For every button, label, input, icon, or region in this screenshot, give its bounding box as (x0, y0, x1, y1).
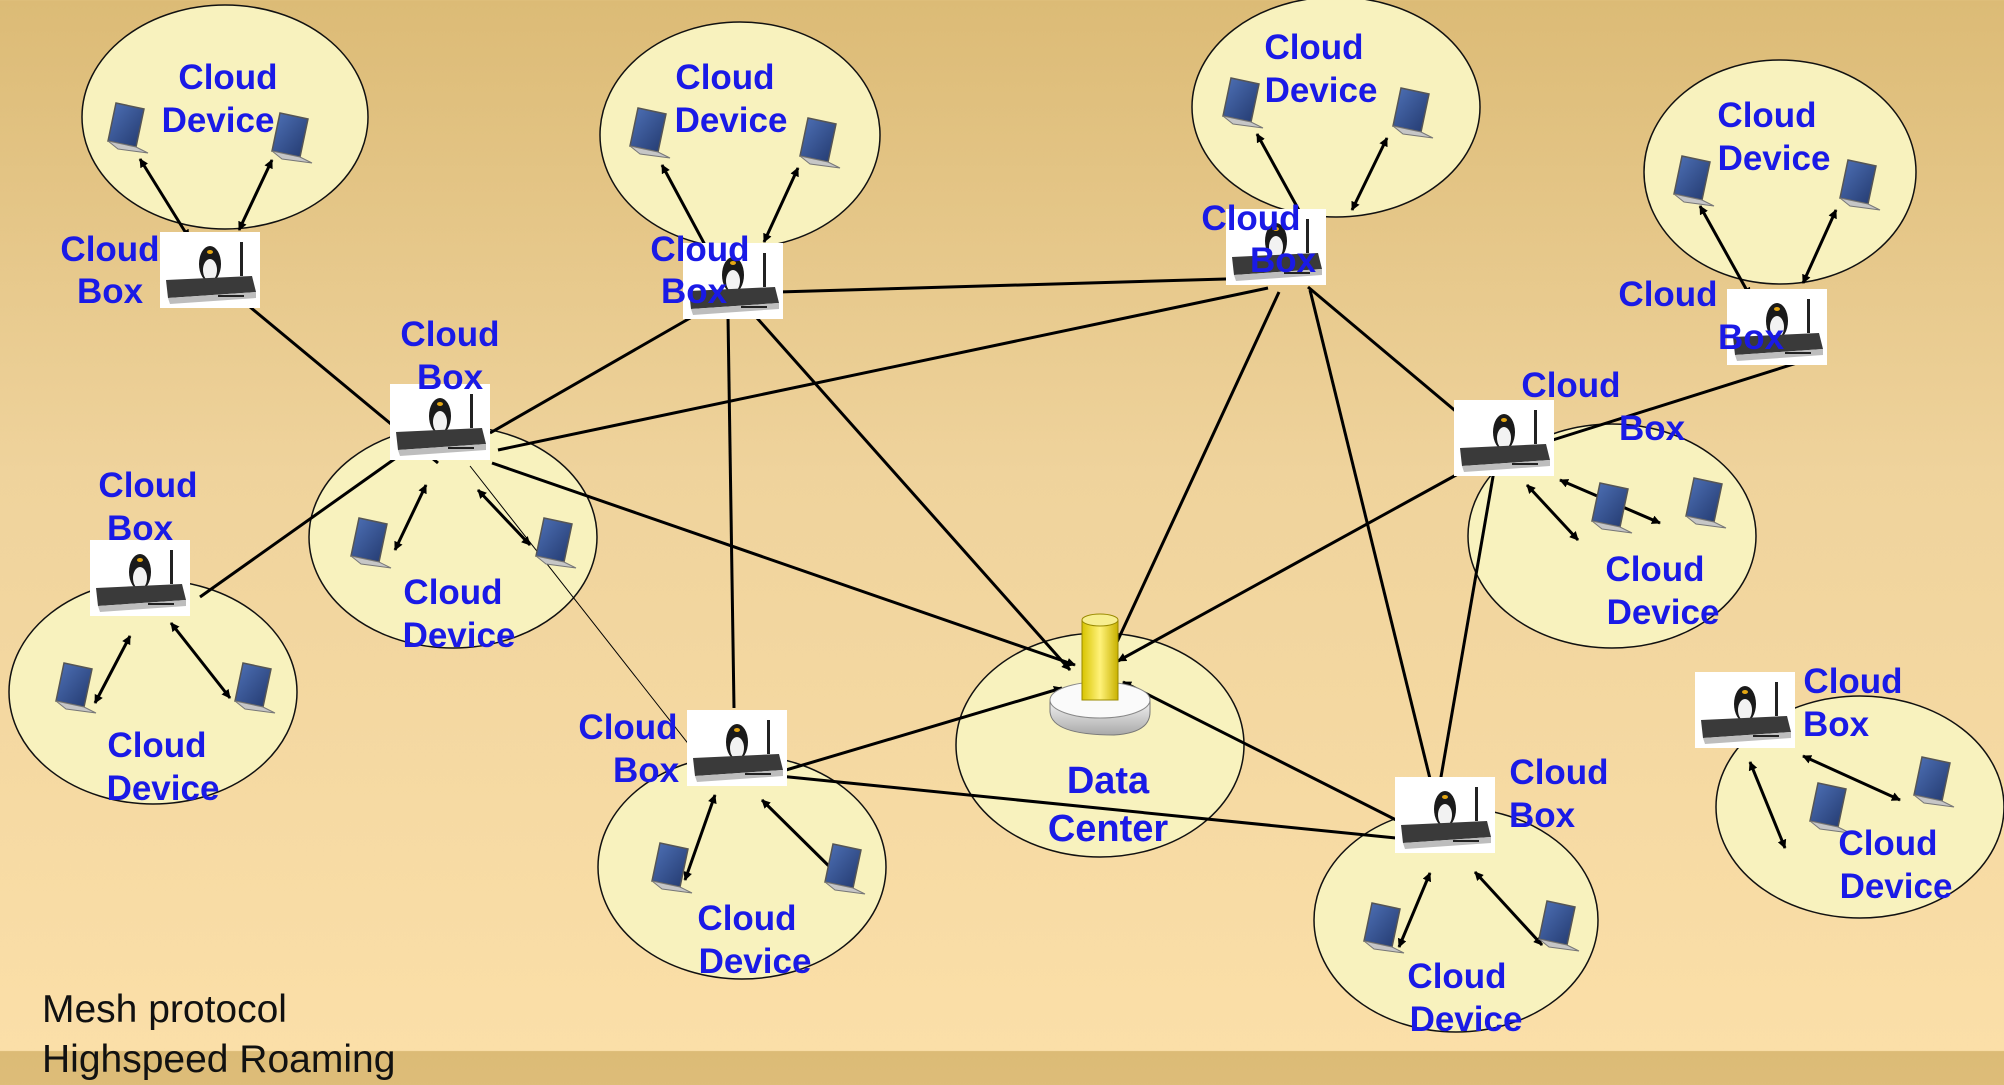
laptop-icon (350, 517, 392, 569)
laptop-icon (271, 112, 313, 164)
laptop-icon (1809, 782, 1851, 834)
cluster-9: Cloud Box Cloud Device (578, 708, 811, 981)
laptop-icon (1538, 900, 1580, 952)
laptop-icon (107, 102, 149, 154)
cloud-box-label: Box (417, 358, 484, 397)
cloud-box-label: Box (107, 509, 174, 548)
cloud-device-label: Cloud (675, 58, 774, 97)
cloud-device-label: Cloud (1264, 28, 1363, 67)
laptop-icon (651, 842, 693, 894)
cloud-device-label: Device (699, 942, 812, 981)
cloud-box-label: Cloud (60, 230, 159, 269)
cluster-5: Cloud Box Cloud Device (400, 315, 515, 655)
laptop-icon (1363, 902, 1405, 954)
data-center-label-line: Data (1067, 760, 1150, 802)
cloud-device-label: Device (675, 101, 788, 140)
cloud-device-label: Device (162, 101, 275, 140)
cloud-box-label: Cloud (650, 230, 749, 269)
cloud-device-label: Cloud (1605, 550, 1704, 589)
cloud-device-label: Device (1410, 1000, 1523, 1039)
cloud-box-label: Cloud (1618, 275, 1717, 314)
cluster-3: Cloud Device Cloud Box (1201, 28, 1377, 280)
cloud-box-router-icon (1454, 400, 1554, 476)
cloud-box-label: Box (1619, 409, 1686, 448)
laptop-icon (1392, 87, 1434, 139)
cloud-device-label: Cloud (1407, 957, 1506, 996)
cloud-box-label: Cloud (1521, 366, 1620, 405)
cloud-device-label: Cloud (107, 726, 206, 765)
laptop-icon (535, 517, 577, 569)
cloud-box-label: Cloud (400, 315, 499, 354)
laptop-icon (55, 662, 97, 714)
laptop-icon (1591, 482, 1633, 534)
cloud-box-label: Cloud (1803, 662, 1902, 701)
laptop-icon (1685, 477, 1727, 529)
cloud-device-label: Device (1840, 867, 1953, 906)
cloud-box-label: Box (1250, 241, 1317, 280)
cloud-ellipse (1467, 423, 1757, 649)
cloud-device-label: Device (107, 769, 220, 808)
cloud-box-router-icon (1395, 777, 1495, 853)
cloud-box-label: Box (1509, 796, 1576, 835)
data-center-label: Data Center (1048, 760, 1169, 850)
footer-line-mesh-protocol: Mesh protocol (42, 988, 287, 1031)
cloud-box-label: Box (661, 272, 728, 311)
cloud-device-label: Device (1607, 593, 1720, 632)
mesh-network-diagram: Cloud Device Cloud Box Cloud Device Clou… (8, 0, 2004, 1039)
cloud-box-label: Cloud (1201, 199, 1300, 238)
cloud-box-router-icon (687, 710, 787, 786)
cloud-ellipse (1715, 695, 2004, 919)
mesh-links (199, 276, 1817, 840)
laptop-icon (234, 662, 276, 714)
cloud-device-label: Cloud (1717, 96, 1816, 135)
cluster-4: Cloud Device Cloud Box (1618, 96, 1830, 357)
cluster-2: Cloud Device Cloud Box (650, 58, 787, 311)
cloud-box-label: Box (77, 272, 144, 311)
cluster-10: Cloud Box Cloud Device (1407, 753, 1608, 1039)
cloud-device-label: Cloud (178, 58, 277, 97)
cloud-box-router-icon (160, 232, 260, 308)
laptop-icon (1673, 155, 1715, 207)
laptop-icon (824, 843, 866, 895)
cloud-device-label: Device (403, 616, 516, 655)
data-center-icon (1049, 613, 1151, 736)
cluster-8: Cloud Box Cloud Device (1803, 662, 1953, 906)
footer-notes: Mesh protocol Highspeed Roaming (42, 985, 395, 1085)
data-center-label-line: Center (1048, 808, 1169, 850)
laptop-icon (799, 117, 841, 169)
cloud-box-label: Box (1718, 318, 1785, 357)
cluster-7: Cloud Box Cloud Device (1521, 366, 1719, 632)
cloud-box-router-icon (1226, 209, 1326, 285)
footer-line-roaming: Highspeed Roaming (42, 1038, 396, 1081)
laptop-icon (1222, 77, 1264, 129)
cloud-box-router-icon (1727, 289, 1827, 365)
cluster-1: Cloud Device Cloud Box (60, 58, 277, 311)
cloud-box-label: Cloud (98, 466, 197, 505)
cloud-box-label: Cloud (578, 708, 677, 747)
cloud-device-label: Cloud (697, 899, 796, 938)
cluster-6: Cloud Box Cloud Device (98, 466, 219, 808)
cloud-device-label: Cloud (403, 573, 502, 612)
cloud-box-router-icon (1695, 672, 1795, 748)
laptop-icon (1839, 159, 1881, 211)
cloud-box-router-icon (683, 243, 783, 319)
cloud-device-label: Device (1265, 71, 1378, 110)
arrows-to-data-center (491, 291, 1468, 834)
cloud-device-laptops (55, 77, 1955, 954)
cloud-box-router-icon (390, 384, 490, 460)
cloud-box-label: Box (1803, 705, 1870, 744)
cloud-box-label: Cloud (1509, 753, 1608, 792)
cloud-device-label: Cloud (1838, 824, 1937, 863)
laptop-icon (1913, 756, 1955, 808)
cloud-box-label: Box (613, 751, 680, 790)
laptop-icon (629, 107, 671, 159)
cloud-box-router-icon (90, 540, 190, 616)
cloud-box-routers (90, 209, 1827, 853)
cloud-device-label: Device (1718, 139, 1831, 178)
